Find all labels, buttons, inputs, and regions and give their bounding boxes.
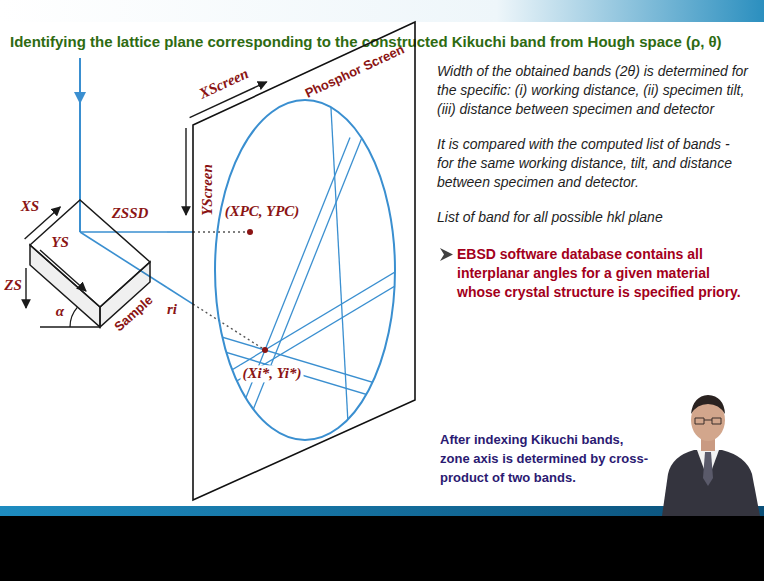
kikuchi-line <box>220 138 350 463</box>
bullet-arrow <box>440 248 453 261</box>
axis-label: ZS <box>4 277 22 294</box>
screen-name: Phosphor Screen <box>303 42 407 101</box>
body-text: It is compared with the computed list of… <box>437 135 749 192</box>
bullet-text: EBSD software database contains all inte… <box>457 245 749 302</box>
footer-bar <box>0 516 764 581</box>
band-point-label: (Xi*, Yi*) <box>241 365 304 382</box>
body-text: Width of the obtained bands (2θ) is dete… <box>437 62 749 119</box>
presenter-hair <box>691 395 725 414</box>
sample-top-face <box>30 200 150 307</box>
presenter-glasses <box>695 418 721 424</box>
screen-y-axis <box>185 128 186 215</box>
ray-from-beam-spot <box>80 231 167 233</box>
sample-z-axis <box>25 268 26 308</box>
ray-on-screen <box>193 304 265 350</box>
presenter-suit <box>662 450 760 516</box>
electron-beam <box>79 58 81 232</box>
kikuchi-line <box>200 257 420 389</box>
kikuchi-line <box>200 345 420 411</box>
distance-label: ZSSD <box>110 205 151 222</box>
phosphor-screen-outline <box>193 22 415 500</box>
kikuchi-bands <box>200 90 420 463</box>
beam-geometry <box>80 232 265 350</box>
phosphor-screen: Phosphor Screen (XPC, YPC) (Xi*, Yi*) <box>193 22 415 500</box>
conclusion-text: After indexing Kikuchi bands, zone axis … <box>440 430 652 487</box>
axis-label: XScreen <box>197 65 252 103</box>
kikuchi-line <box>200 271 420 403</box>
body-text: List of band for all possible hkl plane <box>437 208 749 227</box>
ray-from-beam-spot <box>80 232 167 287</box>
pattern-circle <box>215 100 395 440</box>
angle-label: α <box>56 303 64 320</box>
header-bar <box>0 0 764 22</box>
axis-label: XS <box>21 198 39 215</box>
pattern-center-dot <box>247 229 253 235</box>
tilt-arc <box>70 307 78 327</box>
sample-left-face <box>30 245 100 327</box>
kikuchi-line <box>330 90 350 460</box>
beam-arrow <box>74 92 86 104</box>
axis-label: YScreen <box>199 164 216 216</box>
kikuchi-line <box>232 138 362 463</box>
slide-title: Identifying the lattice plane correspond… <box>10 33 722 50</box>
axis-label: YS <box>51 234 69 251</box>
kikuchi-line <box>200 331 420 397</box>
screen-outline <box>193 22 415 500</box>
presenter-tie <box>703 452 713 486</box>
footer-stripe <box>0 506 764 516</box>
ray-connector <box>167 231 193 233</box>
band-point-dot <box>262 347 268 353</box>
ray-on-screen <box>193 231 250 232</box>
presenter-figure <box>662 395 760 516</box>
distance-label: ri <box>165 301 179 318</box>
pattern-center-label: (XPC, YPC) <box>225 203 300 220</box>
